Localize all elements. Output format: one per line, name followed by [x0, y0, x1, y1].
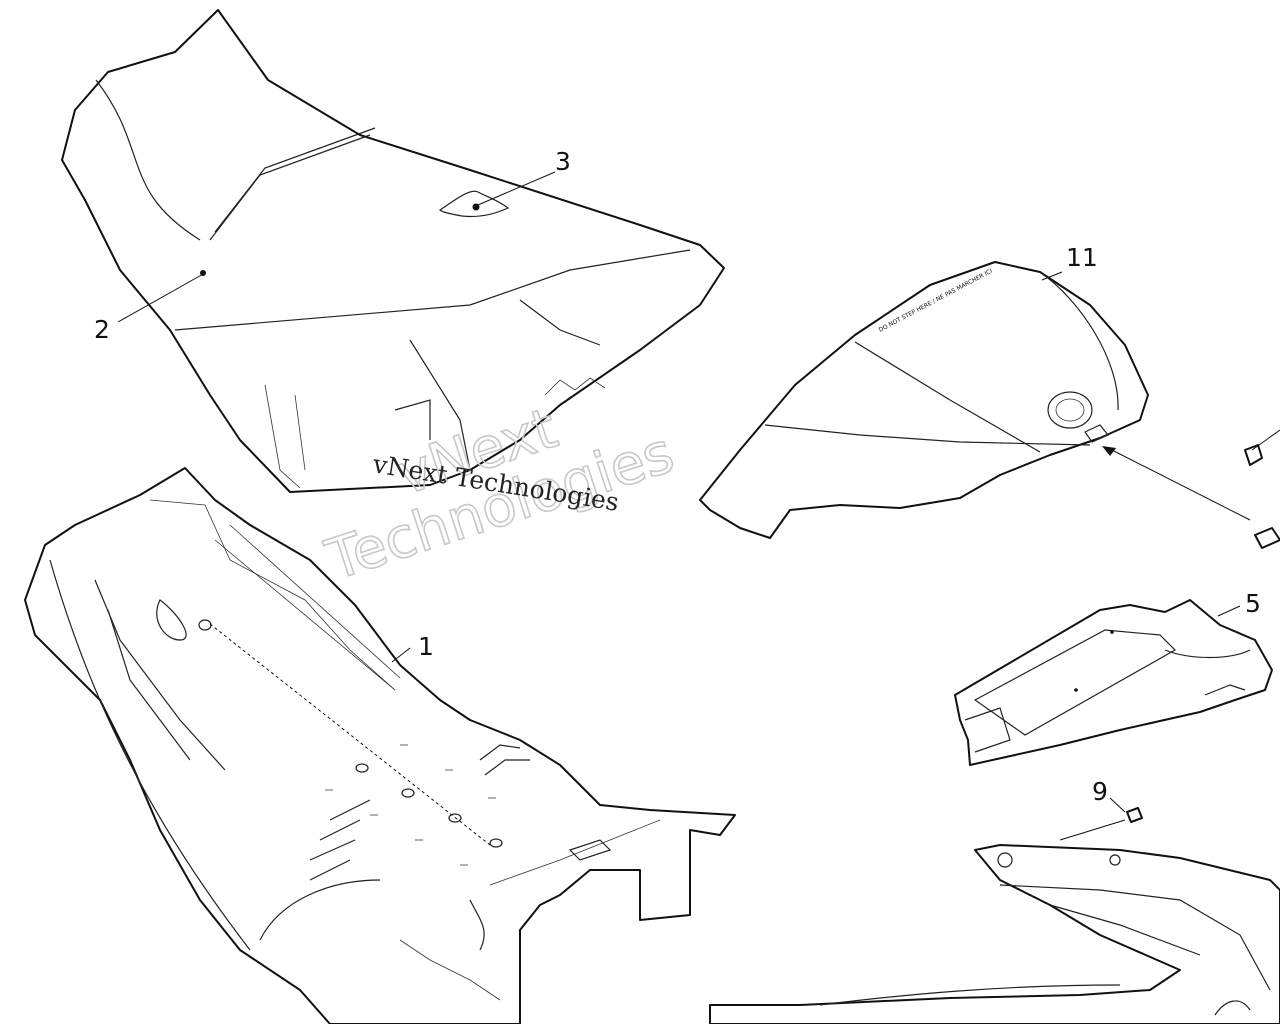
callout-2: 2 — [94, 315, 110, 344]
leader-lines — [117, 171, 1251, 846]
bolt-9 — [1126, 807, 1143, 823]
seat-part — [61, 9, 725, 493]
callout-11: 11 — [1066, 243, 1098, 272]
body-deck-part — [24, 467, 736, 1024]
callout-1: 1 — [418, 632, 434, 661]
callout-9: 9 — [1092, 777, 1108, 806]
rear-panel-part — [709, 844, 1280, 1024]
tray-part — [954, 599, 1273, 766]
hardware-clips — [1126, 429, 1280, 823]
callout-labels: 1 2 3 5 9 11 — [94, 147, 1261, 806]
callout-5: 5 — [1245, 589, 1261, 618]
callout-3: 3 — [555, 147, 571, 176]
cover-part: DO NOT STEP HERE / NE PAS MARCHER ICI — [699, 261, 1149, 539]
